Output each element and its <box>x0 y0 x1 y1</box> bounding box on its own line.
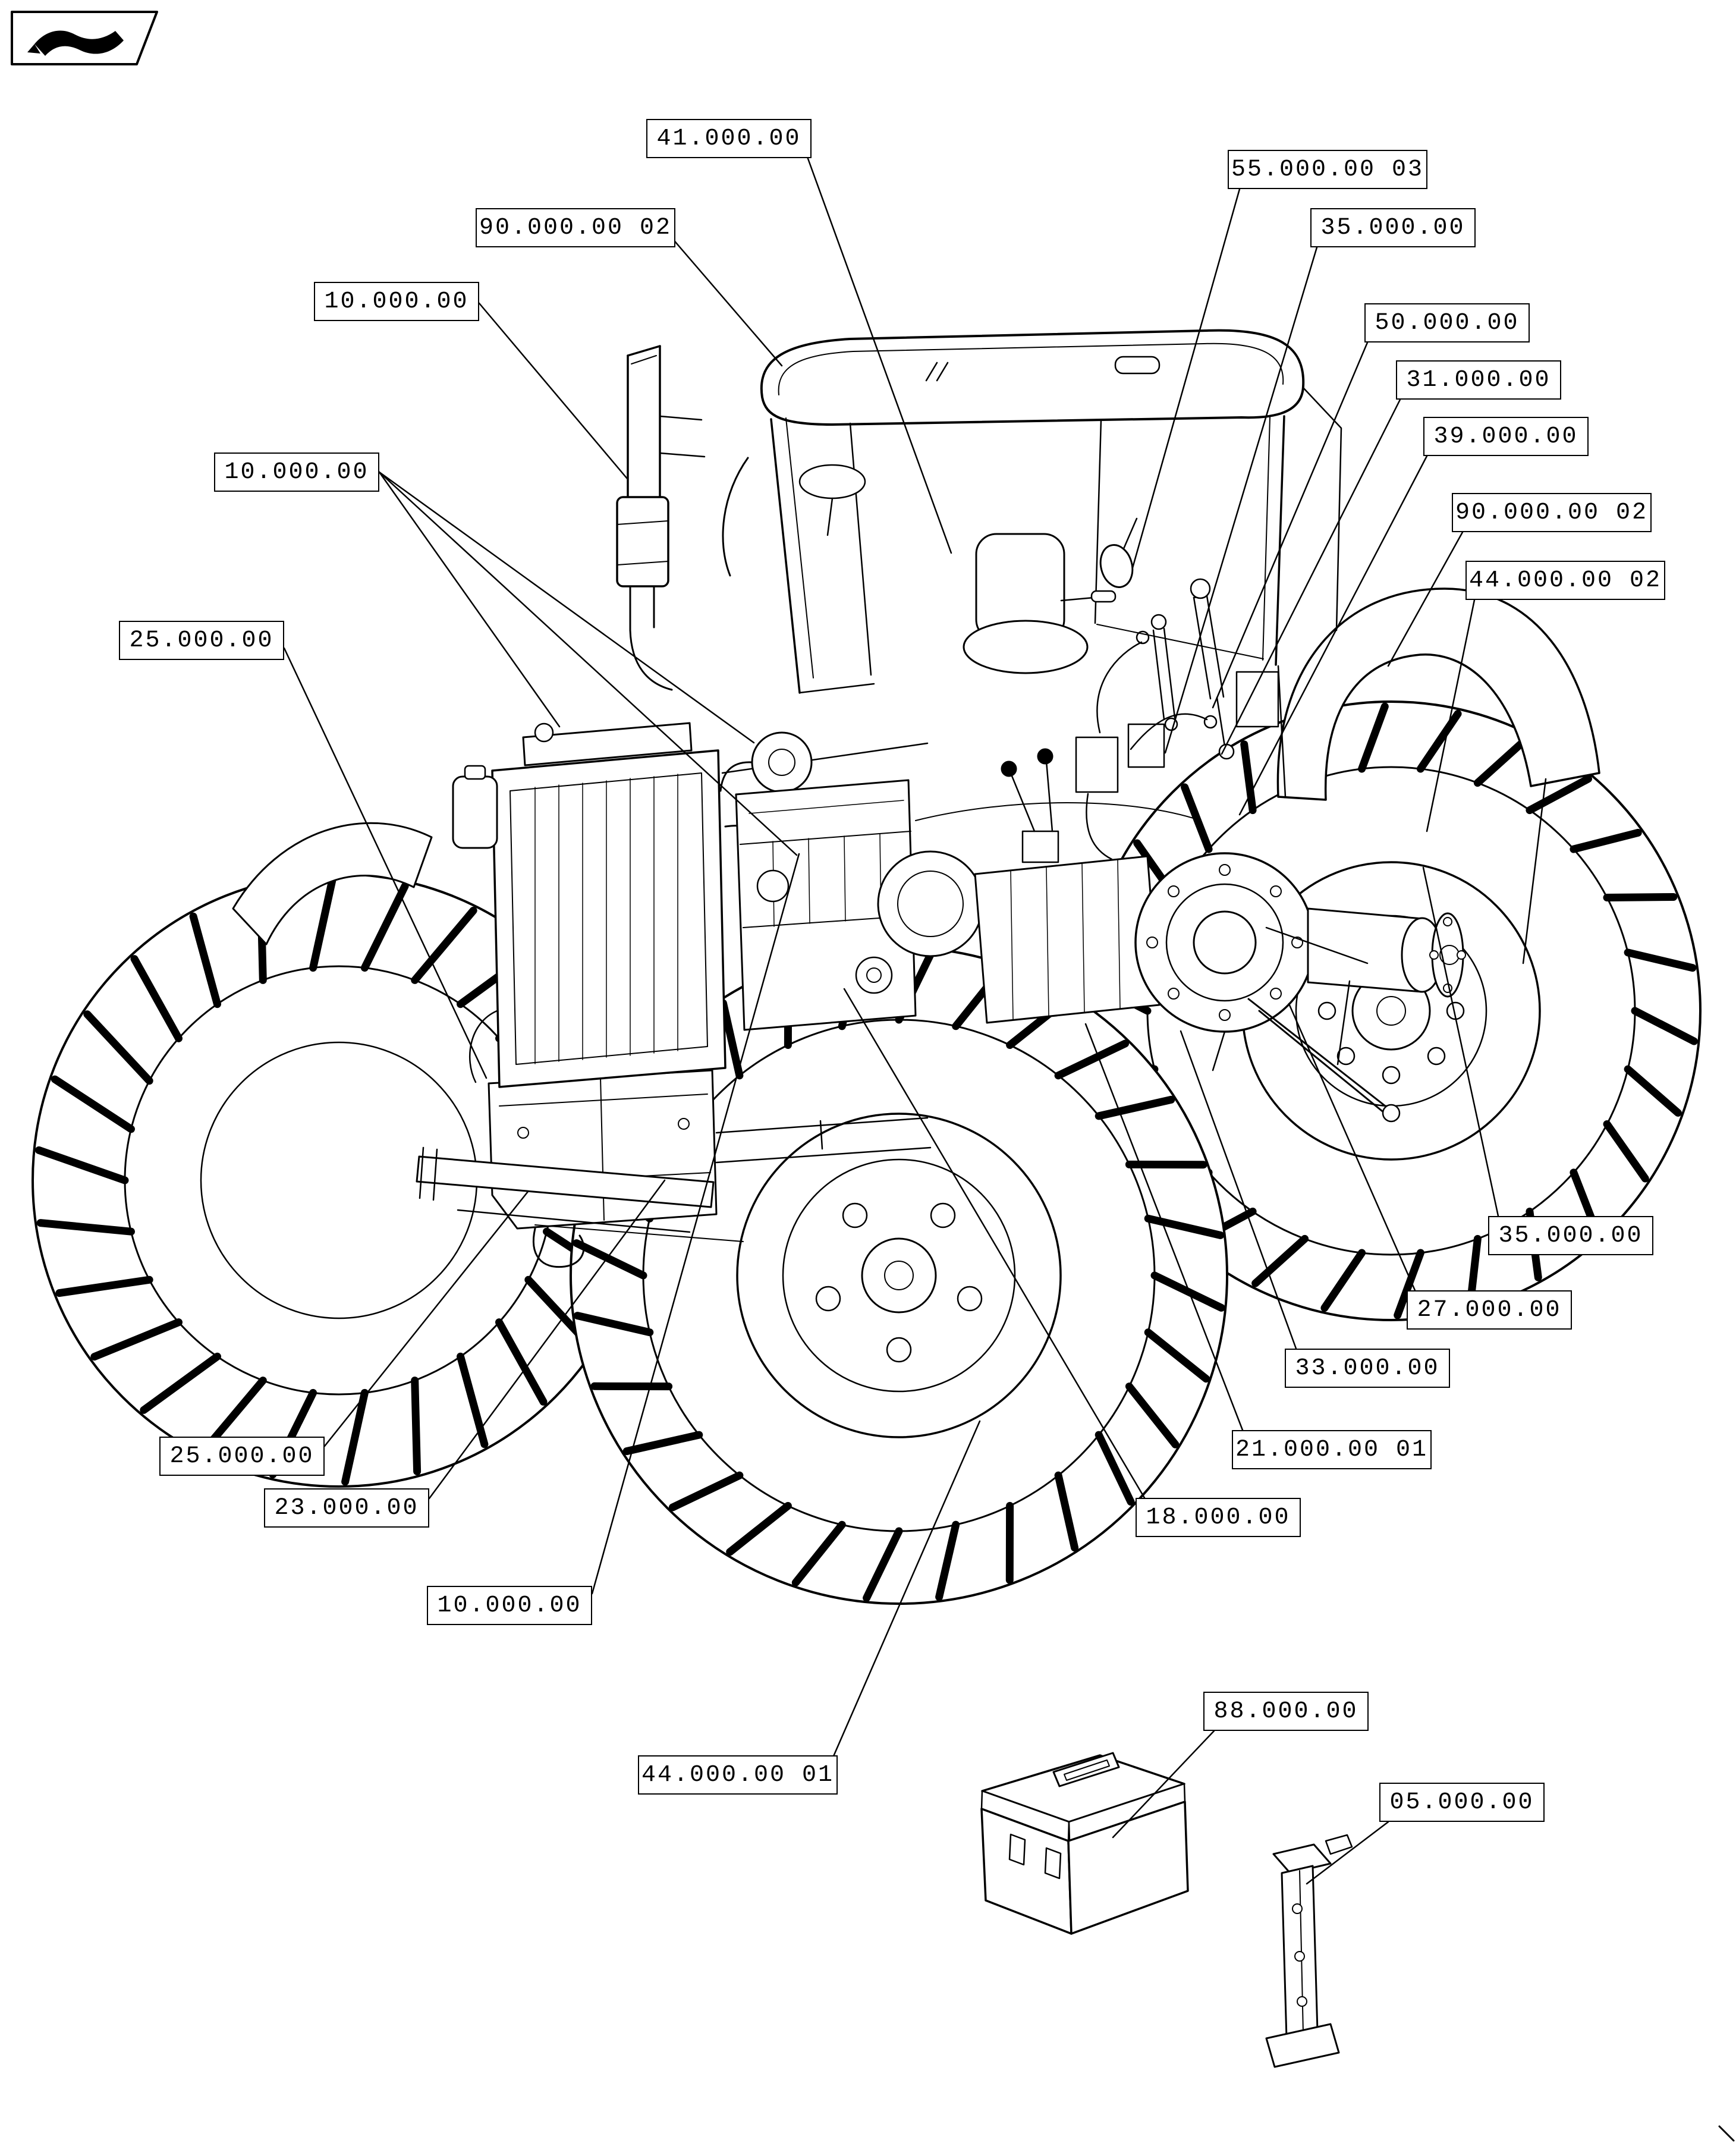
callout-label[interactable]: 33.000.00 <box>1285 1349 1450 1388</box>
ribbon-icon <box>11 11 158 65</box>
callout-label[interactable]: 50.000.00 <box>1364 303 1530 342</box>
callout-label[interactable]: 23.000.00 <box>264 1488 429 1528</box>
exhaust <box>616 345 706 631</box>
toolbox-latch <box>1044 1847 1062 1880</box>
front-wheel <box>570 946 1228 1605</box>
rear-fender <box>1276 587 1600 964</box>
front-fender <box>232 822 433 945</box>
jack-illustration <box>1265 1834 1353 2068</box>
callout-label[interactable]: 90.000.00 02 <box>1452 493 1652 532</box>
callout-label[interactable]: 27.000.00 <box>1407 1290 1572 1330</box>
callout-label[interactable]: 10.000.00 <box>314 282 479 321</box>
callout-label[interactable]: 25.000.00 <box>159 1437 325 1476</box>
tractor-illustration <box>32 329 1702 1605</box>
cab <box>722 329 1342 694</box>
callout-label[interactable]: 39.000.00 <box>1423 417 1589 456</box>
front-axle <box>416 1146 744 1242</box>
hydraulic-rams <box>1150 578 1235 760</box>
hydraulic-valves <box>1075 630 1279 860</box>
engine <box>629 629 984 1031</box>
callout-label[interactable]: 88.000.00 <box>1203 1692 1369 1731</box>
callout-label[interactable]: 35.000.00 <box>1488 1216 1653 1255</box>
rear-hitch <box>1247 926 1401 1123</box>
callout-label[interactable]: 25.000.00 <box>119 621 284 660</box>
callout-label[interactable]: 44.000.00 02 <box>1465 561 1665 600</box>
rear-axle <box>1134 852 1466 1072</box>
transmission <box>915 748 1208 1024</box>
callout-label[interactable]: 18.000.00 <box>1136 1498 1301 1537</box>
leader-lines <box>283 156 1499 1885</box>
callout-label[interactable]: 35.000.00 <box>1310 208 1476 247</box>
callout-label[interactable]: 31.000.00 <box>1396 360 1561 400</box>
toolbox-illustration <box>980 1752 1189 1935</box>
callout-label[interactable]: 55.000.00 03 <box>1228 150 1427 189</box>
callout-label[interactable]: 21.000.00 01 <box>1232 1430 1432 1469</box>
callout-label[interactable]: 90.000.00 02 <box>476 208 675 247</box>
nav-ribbon-button[interactable] <box>10 8 166 68</box>
callout-label[interactable]: 41.000.00 <box>646 119 812 158</box>
callout-label[interactable]: 44.000.00 01 <box>638 1755 838 1795</box>
callout-label[interactable]: 10.000.00 <box>427 1586 592 1625</box>
toolbox-latch <box>1008 1833 1026 1866</box>
callout-label[interactable]: 10.000.00 <box>214 453 379 492</box>
callout-label[interactable]: 05.000.00 <box>1379 1783 1545 1822</box>
page-corner-mark <box>1718 2125 1735 2142</box>
